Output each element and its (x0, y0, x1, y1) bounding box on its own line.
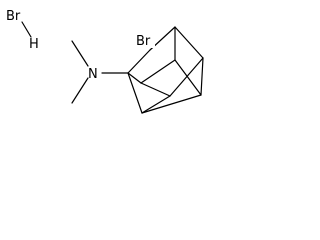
cage-bond (141, 94, 202, 114)
cage-bond (140, 82, 171, 97)
methyl-bond-upper (71, 40, 89, 67)
cage-bond (140, 59, 176, 84)
cage-bond (127, 72, 143, 114)
cage-bromine-label: Br (136, 34, 151, 49)
methyl-bond-lower (71, 77, 89, 104)
cage-bond (127, 49, 151, 74)
cage-bond (141, 95, 171, 114)
salt-hydrogen-label: H (29, 37, 39, 52)
hydrogen-bromide: Br H (6, 9, 39, 52)
cage-bond (169, 57, 204, 97)
cage-bromine: Br (135, 33, 155, 49)
cage-bromine-label-background (135, 33, 155, 48)
salt-bromine-label: Br (6, 9, 21, 24)
adamantane-cage (127, 26, 204, 114)
h-br-bond (21, 21, 32, 38)
dimethylamino-group: N (71, 40, 129, 104)
cage-bond (127, 72, 142, 84)
chemical-structure: Br H N Br (6, 9, 204, 114)
nitrogen-label: N (88, 67, 98, 82)
cage-bond (200, 57, 204, 96)
cage-bond (174, 26, 204, 59)
cage-bond (174, 59, 202, 96)
